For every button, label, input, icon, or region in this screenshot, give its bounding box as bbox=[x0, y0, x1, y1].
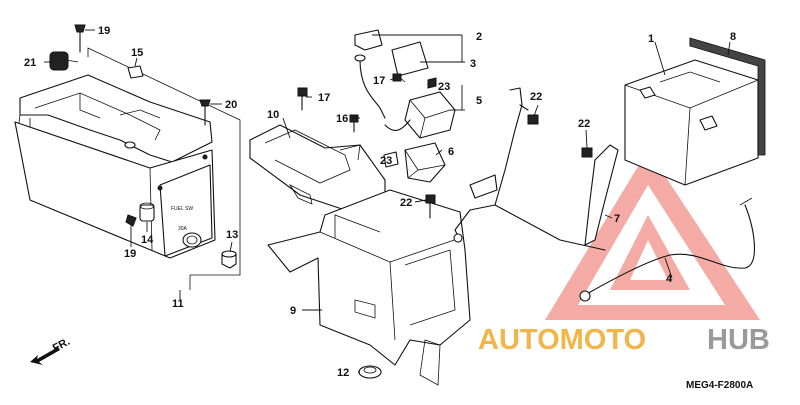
callout-17-upper: 17 bbox=[373, 75, 385, 87]
part-19-screw-top bbox=[74, 24, 86, 53]
fuse-box-assembly-frame bbox=[87, 47, 241, 290]
callout-22-upper: 22 bbox=[530, 91, 542, 103]
part-6-relay-cover bbox=[404, 142, 446, 183]
callout-23-upper: 23 bbox=[438, 81, 450, 93]
callout-9: 9 bbox=[290, 305, 296, 317]
part-17-screw-lower bbox=[349, 114, 359, 133]
part-20-clip bbox=[125, 214, 137, 227]
part-7-battery-band bbox=[584, 144, 619, 246]
callout-19-right: 20 bbox=[225, 99, 237, 111]
callout-8: 8 bbox=[730, 31, 736, 43]
callout-4: 4 bbox=[666, 273, 673, 285]
part-18-bolt bbox=[297, 87, 308, 111]
callout-22-lower: 22 bbox=[578, 118, 590, 130]
part-22-bolt-lower bbox=[581, 147, 593, 158]
part-23-relay-clip bbox=[427, 77, 437, 89]
part-10-battery-tray bbox=[249, 124, 386, 211]
battery-cable-bracket bbox=[453, 87, 606, 251]
part-13-cap bbox=[221, 250, 237, 269]
callout-10: 10 bbox=[267, 109, 279, 121]
callout-numbers: 19 21 15 20 14 13 19 11 2 3 5 17 23 17 1… bbox=[24, 25, 736, 379]
part-21-bolt bbox=[49, 51, 79, 71]
callout-15: 15 bbox=[131, 47, 143, 59]
callout-18: 17 bbox=[318, 92, 330, 104]
diagram-code: MEG4-F2800A bbox=[686, 380, 753, 391]
watermark-triangle bbox=[545, 150, 760, 320]
part-22-bolt-upper bbox=[527, 114, 539, 125]
part-14-grommet bbox=[139, 202, 155, 222]
cable-relay-lead bbox=[384, 119, 411, 131]
callout-leaders bbox=[44, 29, 731, 373]
callout-1: 1 bbox=[648, 33, 654, 45]
callout-6: 6 bbox=[448, 146, 454, 158]
cable-positive bbox=[354, 54, 386, 119]
callout-11: 11 bbox=[172, 298, 184, 310]
watermark-text-automoto: AUTOMOTO bbox=[478, 324, 646, 356]
part-17-screw-upper bbox=[392, 73, 402, 82]
callout-21: 21 bbox=[24, 57, 36, 69]
callout-23-lower: 23 bbox=[380, 155, 392, 167]
fuse-box-cover bbox=[17, 74, 213, 163]
part-12-grommet bbox=[358, 365, 382, 379]
part-5-starter-relay bbox=[404, 91, 456, 139]
part-2-terminal-cover bbox=[354, 29, 383, 51]
callout-20: 19 bbox=[124, 248, 136, 260]
part-4-battery-cable bbox=[579, 197, 756, 302]
fuse-label-text: FUEL SW bbox=[171, 206, 193, 212]
callout-13: 13 bbox=[226, 229, 238, 241]
callout-12: 12 bbox=[337, 367, 349, 379]
fuse-box-body: FUEL SW 30A bbox=[14, 121, 216, 259]
front-direction-label: FR. bbox=[51, 336, 72, 355]
callout-14: 14 bbox=[141, 234, 154, 246]
fuse-label-30a: 30A bbox=[178, 226, 188, 232]
callout-5: 5 bbox=[476, 95, 482, 107]
watermark-logo bbox=[545, 150, 760, 320]
callout-16: 22 bbox=[400, 197, 412, 209]
part-15-nut bbox=[127, 65, 144, 79]
front-direction-arrow bbox=[30, 347, 60, 365]
part-23-fuse bbox=[383, 151, 399, 168]
watermark-text: AUTOMOTO HUB bbox=[478, 324, 770, 356]
watermark-text-hub: HUB bbox=[707, 324, 770, 356]
callout-2: 2 bbox=[476, 31, 482, 43]
part-16-bolt bbox=[425, 194, 436, 219]
callout-7: 7 bbox=[614, 213, 620, 225]
part-1-battery bbox=[624, 59, 759, 186]
part-9-battery-case bbox=[267, 189, 471, 386]
part-19-screw-right bbox=[199, 99, 211, 126]
callout-3: 3 bbox=[470, 58, 476, 70]
callout-17-lower: 16 bbox=[336, 113, 348, 125]
callout-19-top: 19 bbox=[98, 25, 110, 37]
